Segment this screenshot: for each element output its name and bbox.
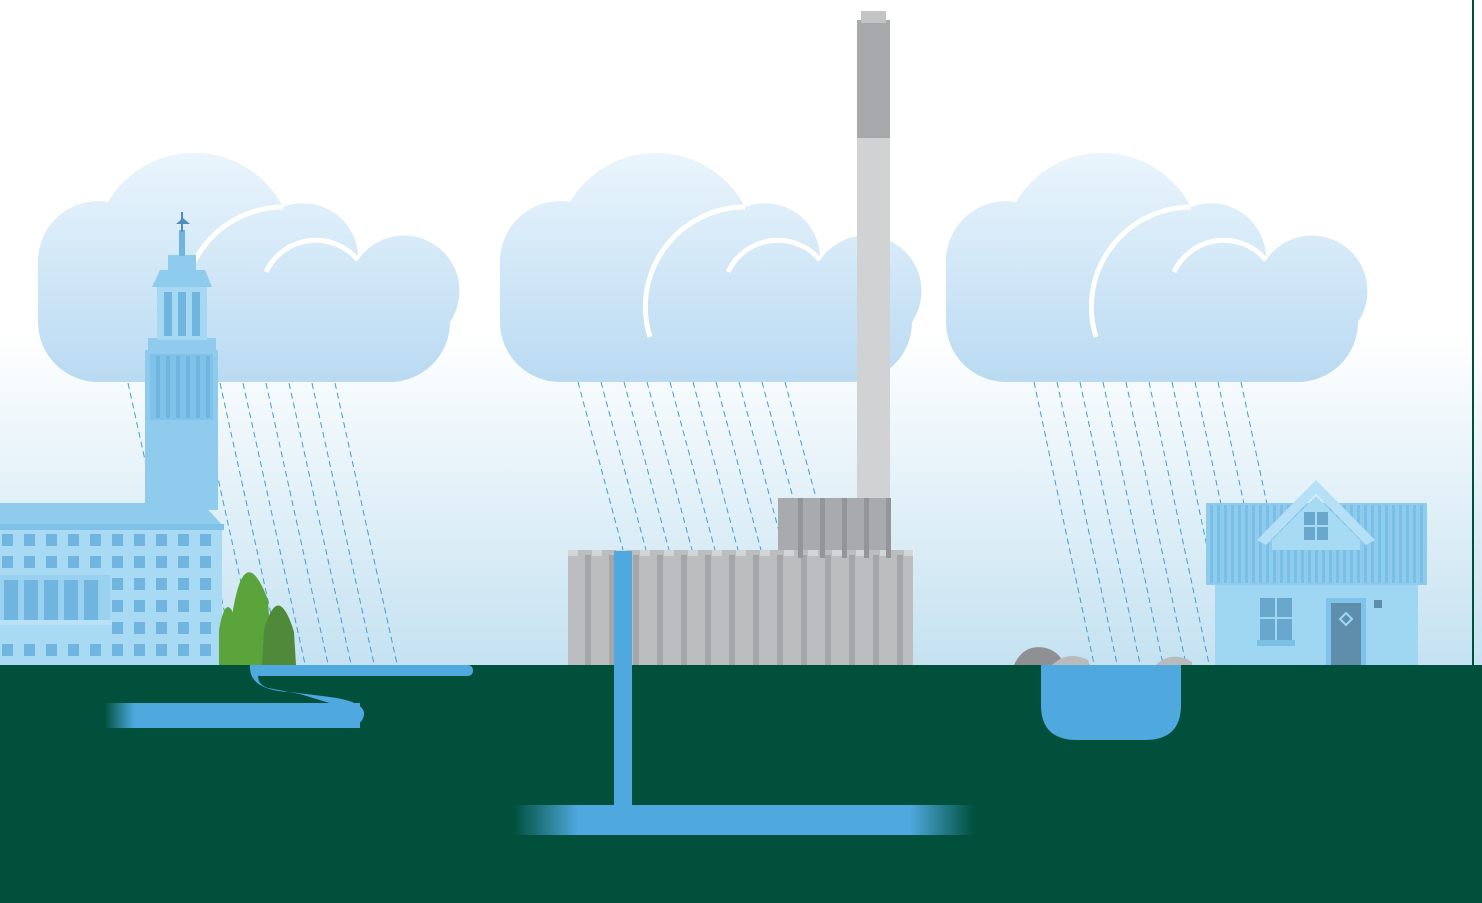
factory-panel bbox=[886, 498, 891, 558]
building-window bbox=[178, 622, 189, 634]
building-window bbox=[112, 644, 123, 656]
factory-crenel bbox=[664, 550, 674, 556]
factory-panel bbox=[842, 498, 847, 558]
roof-stripe bbox=[1245, 505, 1248, 583]
factory-crenel bbox=[712, 550, 722, 556]
building-window bbox=[24, 644, 35, 656]
building-window bbox=[134, 578, 145, 590]
building-window bbox=[178, 644, 189, 656]
factory-crenel bbox=[640, 550, 650, 556]
factory-panel bbox=[825, 555, 831, 665]
factory-panel bbox=[657, 555, 663, 665]
roof-stripe bbox=[1392, 505, 1395, 583]
roof-stripe bbox=[1259, 505, 1262, 583]
building-window bbox=[200, 556, 211, 568]
building-window bbox=[178, 600, 189, 612]
building-window bbox=[2, 534, 13, 546]
roof-stripe bbox=[1231, 505, 1234, 583]
roof-stripe bbox=[1399, 505, 1402, 583]
building-window bbox=[200, 534, 211, 546]
roof-stripe bbox=[1413, 505, 1416, 583]
factory-crenel bbox=[832, 550, 842, 556]
building-window bbox=[134, 556, 145, 568]
factory-crenel bbox=[592, 550, 602, 556]
building-window bbox=[200, 600, 211, 612]
building-window bbox=[156, 534, 167, 546]
building-window bbox=[156, 644, 167, 656]
factory-panel bbox=[864, 498, 869, 558]
factory-panel bbox=[753, 555, 759, 665]
building-window bbox=[2, 556, 13, 568]
factory-panel bbox=[729, 555, 735, 665]
building-window bbox=[46, 644, 57, 656]
roof-stripe bbox=[1406, 505, 1409, 583]
building-window bbox=[200, 578, 211, 590]
building-window bbox=[134, 622, 145, 634]
building-window bbox=[46, 534, 57, 546]
building-window bbox=[200, 622, 211, 634]
building-window bbox=[112, 578, 123, 590]
factory-panel bbox=[897, 555, 903, 665]
building-window bbox=[112, 556, 123, 568]
building-window bbox=[68, 644, 79, 656]
building-window bbox=[112, 622, 123, 634]
building-window bbox=[90, 556, 101, 568]
factory-crenel bbox=[808, 550, 818, 556]
factory-panel bbox=[705, 555, 711, 665]
roof-stripe bbox=[1378, 505, 1381, 583]
factory-panel bbox=[820, 498, 825, 558]
building-window bbox=[178, 578, 189, 590]
factory-crenel bbox=[784, 550, 794, 556]
building-window bbox=[112, 534, 123, 546]
building-window bbox=[178, 534, 189, 546]
building-window bbox=[134, 534, 145, 546]
building-window bbox=[156, 556, 167, 568]
factory-crenel bbox=[736, 550, 746, 556]
building-window bbox=[134, 600, 145, 612]
factory-panel bbox=[873, 555, 879, 665]
roof-stripe bbox=[1252, 505, 1255, 583]
factory-crenel bbox=[760, 550, 770, 556]
roof-stripe bbox=[1371, 505, 1374, 583]
factory-crenel bbox=[568, 550, 578, 556]
building-window bbox=[90, 534, 101, 546]
building-window bbox=[156, 622, 167, 634]
factory-crenel bbox=[688, 550, 698, 556]
ground bbox=[0, 665, 1482, 903]
building-window bbox=[134, 644, 145, 656]
pond-icon bbox=[1041, 665, 1181, 740]
building-window bbox=[24, 534, 35, 546]
building-window bbox=[112, 600, 123, 612]
building-window bbox=[90, 644, 101, 656]
factory-crenel bbox=[904, 550, 914, 556]
building-window bbox=[46, 556, 57, 568]
building-window bbox=[200, 644, 211, 656]
factory-panel bbox=[585, 555, 591, 665]
roof-stripe bbox=[1217, 505, 1220, 583]
house-icon bbox=[1206, 480, 1427, 665]
factory-panel bbox=[801, 555, 807, 665]
roof-stripe bbox=[1238, 505, 1241, 583]
building-window bbox=[156, 600, 167, 612]
factory-panel bbox=[633, 555, 639, 665]
roof-stripe bbox=[1420, 505, 1423, 583]
factory-panel bbox=[849, 555, 855, 665]
factory-panel bbox=[798, 498, 803, 558]
building-window bbox=[68, 556, 79, 568]
building-window bbox=[156, 578, 167, 590]
roof-stripe bbox=[1224, 505, 1227, 583]
factory-panel bbox=[777, 555, 783, 665]
factory-panel bbox=[681, 555, 687, 665]
roof-stripe bbox=[1385, 505, 1388, 583]
roof-stripe bbox=[1210, 505, 1213, 583]
building-window bbox=[2, 644, 13, 656]
building-window bbox=[24, 556, 35, 568]
building-window bbox=[68, 534, 79, 546]
right-border bbox=[1472, 0, 1474, 903]
building-window bbox=[178, 556, 189, 568]
